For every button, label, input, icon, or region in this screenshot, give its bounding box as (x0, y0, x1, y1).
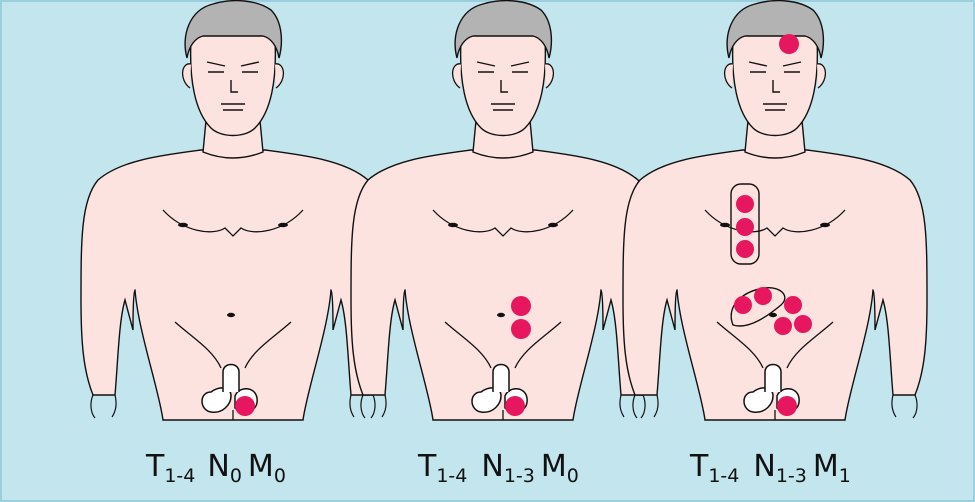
abdominal-node-lesion (754, 287, 772, 305)
head-metastasis-lesion (779, 34, 799, 54)
abdominal-node-lesion (774, 317, 792, 335)
abdominal-node-lesion (511, 296, 531, 316)
abdominal-node-lesion (784, 296, 802, 314)
testis-tumor-lesion (777, 396, 797, 416)
abdominal-node-lesion (794, 315, 812, 333)
abdominal-node-lesion (734, 296, 752, 314)
testis-tumor-lesion (235, 396, 255, 416)
mediastinal-node-lesion (736, 218, 754, 236)
abdominal-node-lesion (511, 319, 531, 339)
mediastinal-node-lesion (736, 195, 754, 213)
mediastinal-node-lesion (736, 240, 754, 258)
testis-tumor-lesion (505, 396, 525, 416)
